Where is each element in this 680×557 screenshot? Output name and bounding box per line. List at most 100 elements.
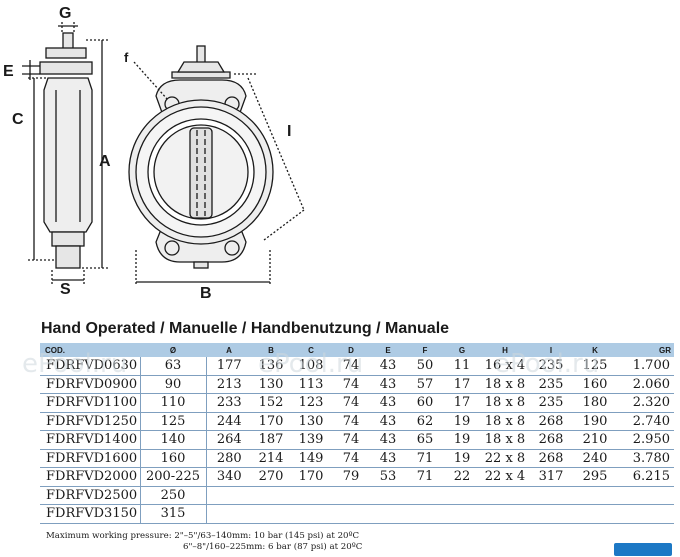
cell-b: 152 <box>252 393 290 413</box>
cell-i: 235 <box>530 393 572 413</box>
dim-label-e: E <box>3 63 14 80</box>
cell-h: 16 x 4 <box>480 357 530 376</box>
col-header-gr: GR <box>618 343 674 357</box>
col-header-g: G <box>444 343 480 357</box>
cell-c <box>290 504 332 524</box>
cell-g <box>444 486 480 505</box>
cell-h: 18 x 8 <box>480 375 530 394</box>
cell-i: 235 <box>530 375 572 394</box>
cell-c: 170 <box>290 467 332 487</box>
front-view <box>128 45 305 286</box>
dim-label-i: I <box>287 123 291 140</box>
epool-logo <box>614 543 672 556</box>
cell-b <box>252 504 290 524</box>
cell-gr: 6.215 <box>618 467 674 487</box>
pressure-note-line-1: Maximum working pressure: 2"–5"/63–140mm… <box>46 531 360 541</box>
cell-gr <box>618 504 674 524</box>
dim-label-f: f <box>124 50 129 65</box>
cell-h <box>480 504 530 524</box>
pressure-notes: Maximum working pressure: 2"–5"/63–140mm… <box>46 531 362 553</box>
side-view <box>22 22 108 284</box>
cell-c: 123 <box>290 393 332 413</box>
cell-f: 60 <box>406 393 444 413</box>
cell-b: 130 <box>252 375 290 394</box>
cell-code: FDRFVD2500 <box>40 486 141 505</box>
cell-gr: 2.950 <box>618 430 674 450</box>
section-title: Hand Operated / Manuelle / Handbenutzung… <box>41 320 450 337</box>
cell-h: 22 x 4 <box>480 467 530 487</box>
cell-a: 264 <box>206 430 252 450</box>
col-header-i: I <box>530 343 572 357</box>
cell-a: 280 <box>206 449 252 468</box>
cell-diameter: 63 <box>140 357 207 376</box>
cell-b: 136 <box>252 357 290 376</box>
cell-diameter: 125 <box>140 412 207 431</box>
cell-b <box>252 486 290 505</box>
col-header-code: COD. <box>40 343 140 357</box>
cell-h: 18 x 8 <box>480 412 530 431</box>
cell-f: 50 <box>406 357 444 376</box>
cell-gr <box>618 486 674 505</box>
cell-e: 43 <box>370 430 406 450</box>
cell-g: 11 <box>444 357 480 376</box>
cell-diameter: 200-225 <box>140 467 207 487</box>
cell-diameter: 160 <box>140 449 207 468</box>
cell-k <box>572 486 618 505</box>
cell-code: FDRFVD3150 <box>40 504 141 524</box>
cell-d: 74 <box>332 357 370 376</box>
cell-d: 79 <box>332 467 370 487</box>
cell-k <box>572 504 618 524</box>
col-header-k: K <box>572 343 618 357</box>
cell-a: 340 <box>206 467 252 487</box>
cell-code: FDRFVD0630 <box>40 357 141 376</box>
cell-a <box>206 504 252 524</box>
cell-k: 180 <box>572 393 618 413</box>
cell-i: 268 <box>530 449 572 468</box>
cell-d: 74 <box>332 412 370 431</box>
cell-e: 43 <box>370 357 406 376</box>
cell-diameter: 140 <box>140 430 207 450</box>
cell-d <box>332 504 370 524</box>
cell-i <box>530 486 572 505</box>
cell-i: 268 <box>530 412 572 431</box>
cell-b: 170 <box>252 412 290 431</box>
cell-b: 214 <box>252 449 290 468</box>
cell-code: FDRFVD2000 <box>40 467 141 487</box>
cell-code: FDRFVD1250 <box>40 412 141 431</box>
cell-a <box>206 486 252 505</box>
cell-i <box>530 504 572 524</box>
cell-code: FDRFVD1600 <box>40 449 141 468</box>
cell-d: 74 <box>332 375 370 394</box>
cell-gr: 2.740 <box>618 412 674 431</box>
col-header-diameter: Ø <box>140 343 206 357</box>
spec-table: COD. Ø A B C D E F G H I K GR FDRFVD0630… <box>40 343 674 524</box>
cell-diameter: 315 <box>140 504 207 524</box>
cell-e <box>370 504 406 524</box>
dim-label-a: A <box>99 153 111 170</box>
cell-i: 268 <box>530 430 572 450</box>
cell-f <box>406 504 444 524</box>
cell-h: 22 x 8 <box>480 449 530 468</box>
cell-e: 43 <box>370 412 406 431</box>
cell-b: 270 <box>252 467 290 487</box>
cell-c: 113 <box>290 375 332 394</box>
cell-a: 177 <box>206 357 252 376</box>
cell-diameter: 90 <box>140 375 207 394</box>
cell-code: FDRFVD1400 <box>40 430 141 450</box>
cell-f: 57 <box>406 375 444 394</box>
cell-h: 18 x 8 <box>480 393 530 413</box>
cell-d: 74 <box>332 430 370 450</box>
cell-a: 233 <box>206 393 252 413</box>
cell-diameter: 110 <box>140 393 207 413</box>
cell-c <box>290 486 332 505</box>
cell-a: 244 <box>206 412 252 431</box>
cell-code: FDRFVD1100 <box>40 393 141 413</box>
cell-gr: 2.060 <box>618 375 674 394</box>
